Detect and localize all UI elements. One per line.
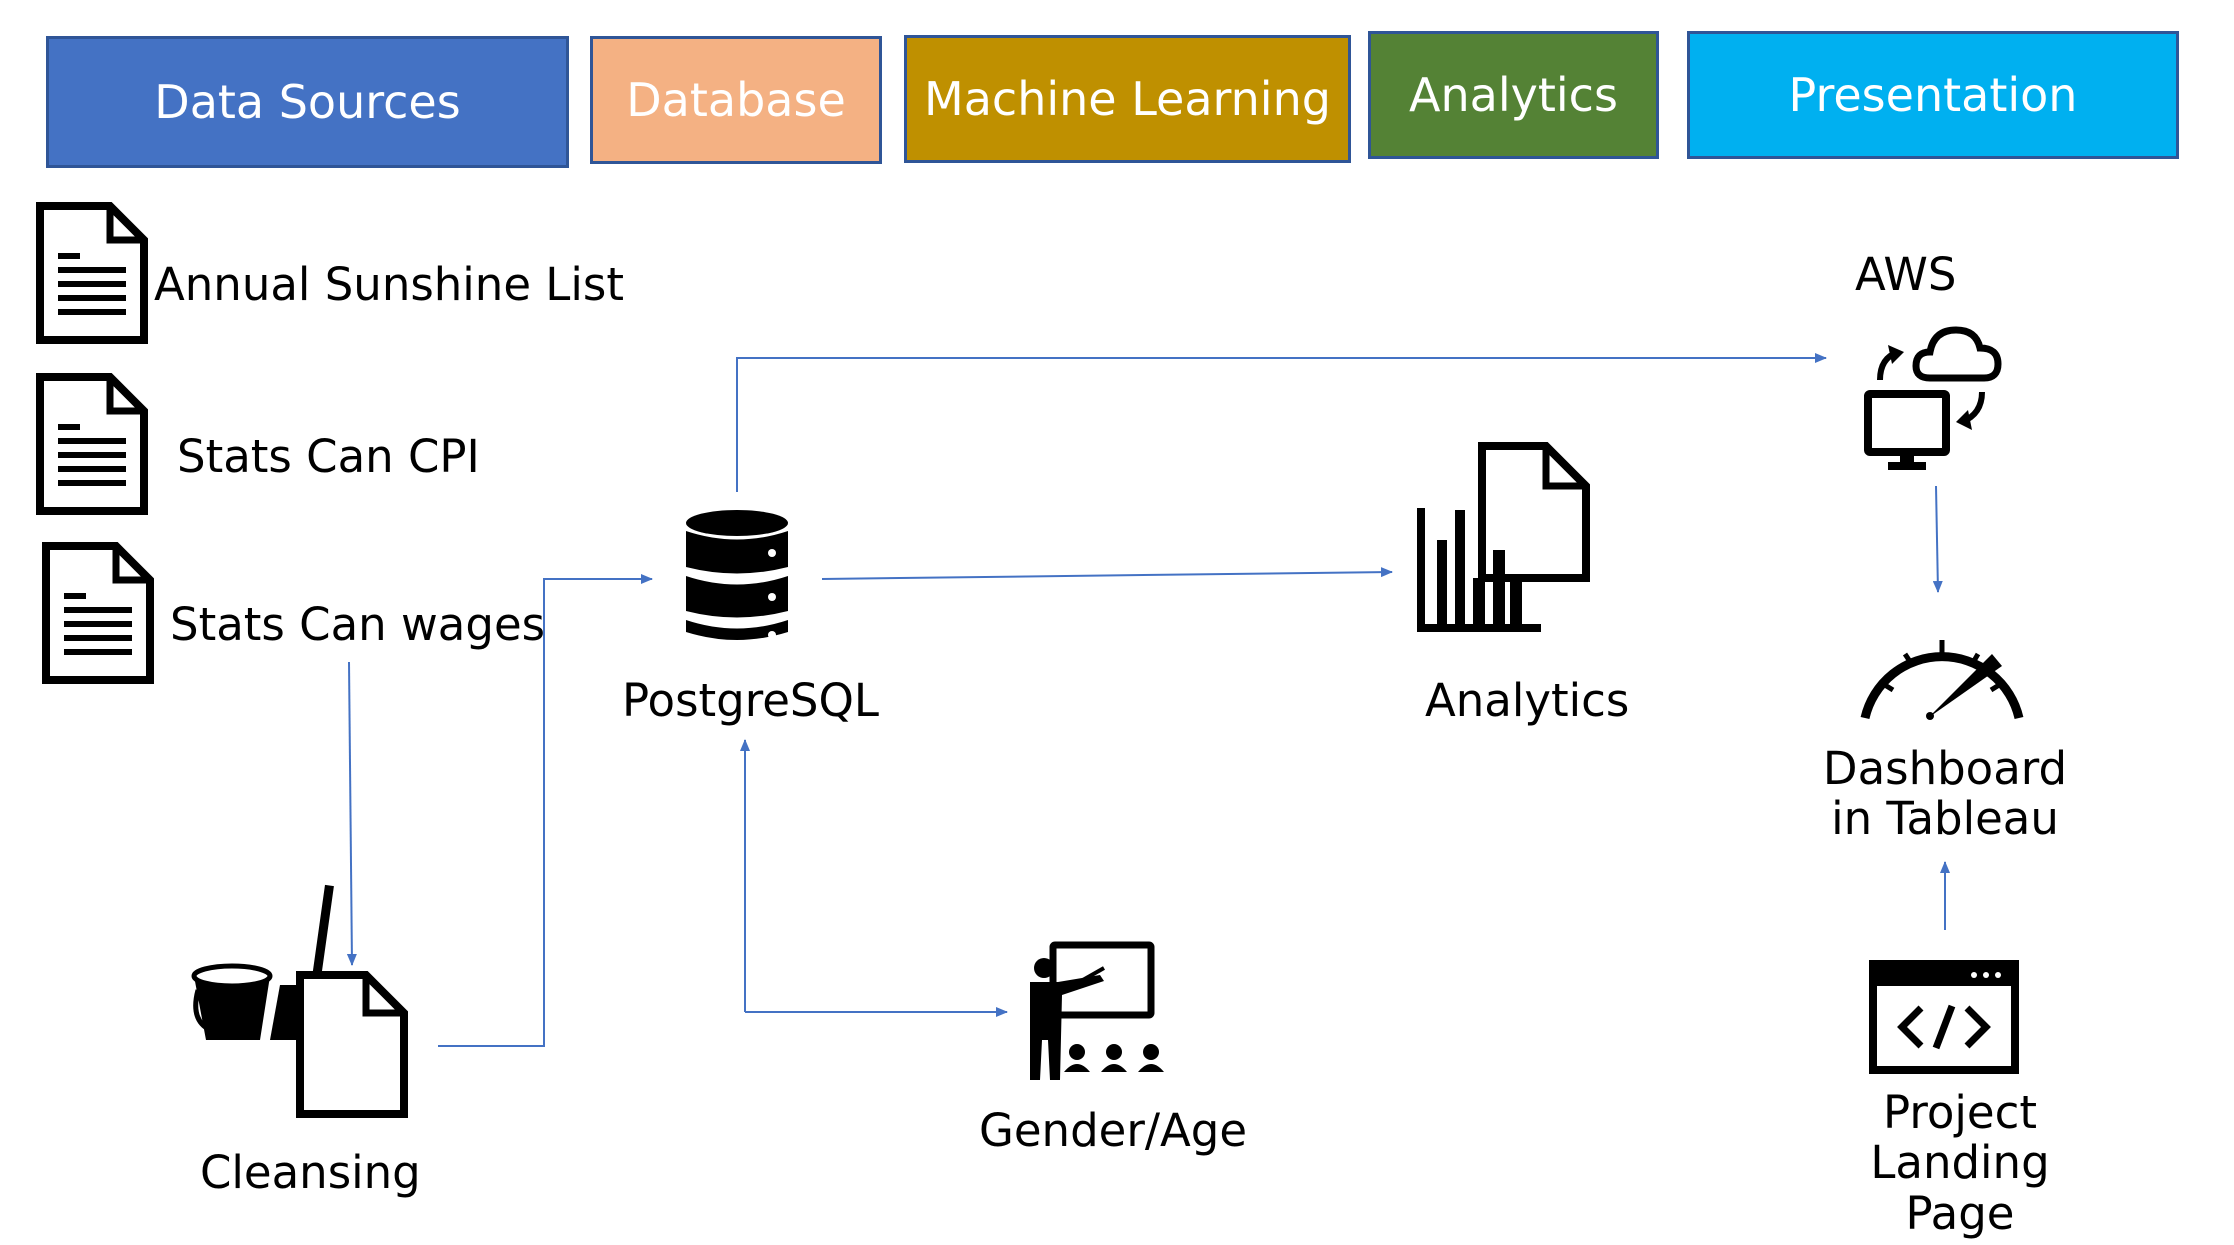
- source-stats-can-cpi: Stats Can CPI: [177, 430, 480, 483]
- cloud-sync-icon: [1864, 326, 2002, 470]
- node-label-analytics: Analytics: [1425, 674, 1630, 727]
- source-annual-sunshine-list: Annual Sunshine List: [154, 258, 624, 311]
- document-icon: [36, 373, 148, 515]
- arrow-wages-to-cleansing: [346, 661, 357, 966]
- header-database: Database: [590, 36, 882, 164]
- code-window-icon: [1869, 960, 2019, 1074]
- arrow-cleansing-to-postgres: [438, 574, 653, 1047]
- header-analytics: Analytics: [1368, 31, 1659, 159]
- arrow-aws-to-dashboard: [1932, 485, 1943, 593]
- presentation-icon: [1030, 941, 1164, 1080]
- node-label-cleansing: Cleansing: [200, 1146, 421, 1199]
- arrow-postgres-to-aws: [736, 353, 1827, 492]
- node-label-dashboard: Dashboard in Tableau: [1820, 742, 2070, 846]
- database-icon: [686, 510, 788, 640]
- node-label-gender-age: Gender/Age: [979, 1104, 1248, 1157]
- header-data-sources: Data Sources: [46, 36, 569, 168]
- bar-chart-document-icon: [1417, 442, 1590, 632]
- landing-line-2: Landing: [1870, 1136, 2050, 1190]
- document-icon: [36, 202, 148, 344]
- document-icon: [42, 542, 154, 684]
- node-label-landing-page: Project Landing Page: [1845, 1086, 2075, 1240]
- landing-line-3: Page: [1905, 1186, 2015, 1240]
- header-presentation: Presentation: [1687, 31, 2179, 159]
- node-label-postgresql: PostgreSQL: [622, 674, 879, 727]
- arrow-postgres-to-analytics: [821, 567, 1393, 580]
- header-machine-learning: Machine Learning: [904, 35, 1351, 163]
- source-stats-can-wages: Stats Can wages: [170, 598, 546, 651]
- dashboard-line-1: Dashboard: [1822, 742, 2068, 795]
- gauge-icon: [1860, 640, 2024, 720]
- dashboard-line-2: in Tableau: [1831, 792, 2059, 846]
- landing-line-1: Project: [1883, 1086, 2037, 1139]
- node-label-aws: AWS: [1855, 248, 1957, 301]
- broom-bucket-icon: [191, 884, 408, 1118]
